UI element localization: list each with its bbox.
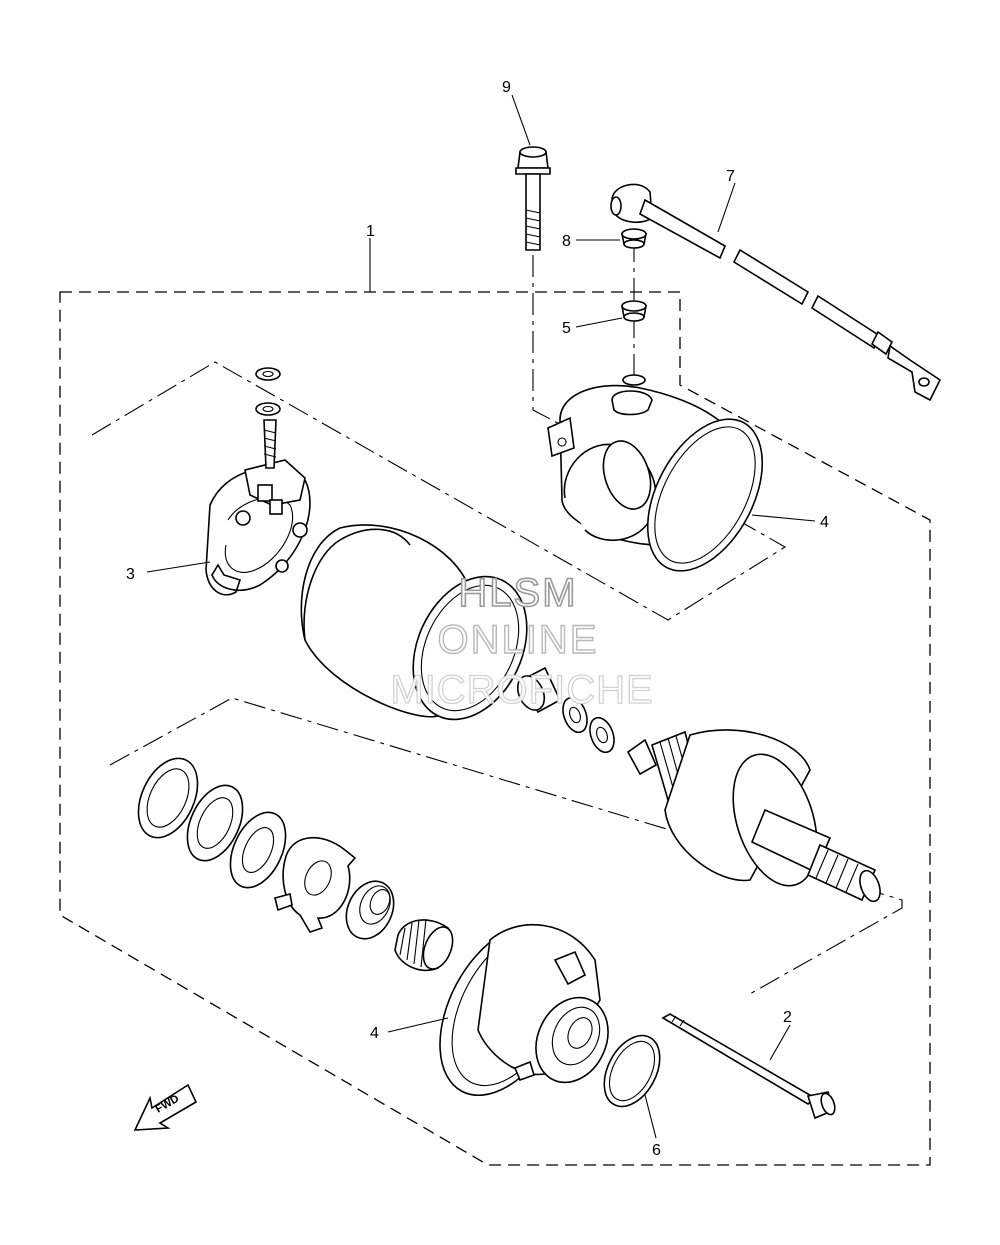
callout-1: 1: [366, 223, 375, 240]
part-8-nut: [621, 228, 647, 249]
front-washers: [137, 757, 287, 889]
watermark-line-3: MICROFICHE: [390, 668, 653, 712]
callout-7: 7: [726, 168, 735, 185]
lock-plate: [274, 836, 357, 933]
callout-4-lower: 4: [370, 1025, 379, 1042]
ball-bearing: [345, 880, 395, 940]
part-4-front-cover: [439, 923, 609, 1097]
armature: [626, 729, 881, 903]
callout-9: 9: [502, 79, 511, 96]
part-3-brush-holder: [205, 367, 311, 596]
terminal-washer: [622, 374, 646, 386]
callout-4-upper: 4: [820, 514, 829, 531]
bolt-axis-line: [532, 255, 576, 433]
part-5-nut: [621, 300, 647, 322]
needle-bearing: [394, 918, 454, 972]
callout-2: 2: [783, 1009, 792, 1026]
part-4-rear-cover: [547, 384, 764, 572]
yoke-housing: [300, 524, 528, 721]
assembly-boundary: [59, 291, 931, 1166]
watermark: HLSM ONLINE MICROFICHE: [390, 570, 654, 712]
part-9-bolt: [515, 146, 551, 251]
watermark-line-1: HLSM: [458, 571, 577, 615]
part-6-o-ring: [603, 1034, 661, 1108]
forward-direction-arrow: FWD: [133, 1083, 198, 1131]
leader-lines: [146, 94, 816, 1139]
part-7-starter-cable: [610, 183, 942, 402]
callout-6: 6: [652, 1142, 661, 1159]
callout-3: 3: [126, 566, 135, 583]
watermark-line-2: ONLINE: [438, 618, 599, 662]
callout-5: 5: [562, 320, 571, 337]
callout-8: 8: [562, 233, 571, 250]
thrust-washers: [562, 696, 615, 754]
part-2-through-bolt: [661, 1013, 836, 1120]
lower-alignment-plane: [109, 697, 903, 996]
bushing: [516, 666, 562, 714]
